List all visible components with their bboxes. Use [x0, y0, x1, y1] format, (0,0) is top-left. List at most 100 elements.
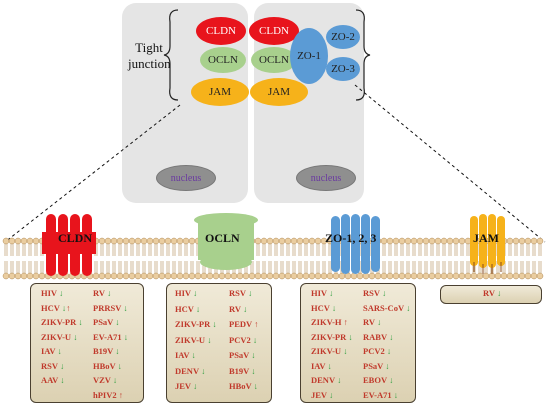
lipid-head: [518, 237, 526, 245]
virus-name: HCV: [175, 303, 194, 314]
ocln-virus-entry: ZIKV-PR ↓: [175, 319, 217, 329]
lipid-head: [110, 272, 118, 280]
jam-left: JAM: [191, 78, 249, 106]
lipid-head: [296, 237, 304, 245]
down-arrow-icon: ↓: [393, 389, 399, 400]
lipid-head: [170, 272, 178, 280]
lipid-head: [2, 237, 10, 245]
virus-name: ZIKV-H: [311, 317, 342, 327]
lipid-head: [20, 237, 28, 245]
down-arrow-icon: ↓: [331, 302, 337, 313]
virus-name: ZIKV-U: [41, 331, 72, 342]
lipid-head: [284, 272, 292, 280]
virus-name: IAV: [311, 360, 326, 371]
cldn-virus-entry: VZV ↓: [93, 375, 117, 385]
up-arrow-icon: ↑: [118, 389, 123, 400]
virus-name: EV-A71: [93, 331, 122, 342]
lipid-head: [524, 272, 532, 280]
down-arrow-icon: ↓: [406, 302, 411, 313]
lipid-head: [284, 237, 292, 245]
lipid-head: [266, 237, 274, 245]
down-arrow-icon: ↓: [327, 360, 332, 371]
down-arrow-icon: ↓: [117, 360, 122, 371]
virus-name: PEDV: [229, 319, 252, 329]
ocln-virus-entry: HIV ↓: [175, 288, 197, 298]
virus-name: RV: [363, 317, 375, 327]
ocln-virus-entry: RV ↓: [229, 304, 247, 314]
virus-name: IAV: [41, 346, 56, 356]
ocln-membrane-label: OCLN: [205, 231, 240, 245]
down-arrow-icon: ↓: [193, 288, 198, 298]
virus-name: RSV: [41, 360, 58, 371]
lipid-head: [428, 237, 436, 245]
down-arrow-icon: ↓: [61, 302, 67, 313]
down-arrow-icon: ↓: [78, 317, 83, 327]
virus-name: PRRSV: [93, 302, 122, 313]
virus-name: PCV2: [363, 346, 385, 356]
down-arrow-icon: ↓: [106, 288, 112, 298]
zo-virus-entry: HCV ↓: [311, 303, 336, 313]
lipid-head: [446, 237, 454, 245]
down-arrow-icon: ↓: [252, 334, 258, 345]
lipid-head: [308, 272, 316, 280]
lipid-head: [416, 237, 424, 245]
down-arrow-icon: ↓: [60, 375, 65, 385]
lipid-head: [452, 272, 460, 280]
ocln-left: OCLN: [200, 47, 246, 73]
virus-name: SARS-CoV: [363, 302, 404, 313]
down-arrow-icon: ↓: [247, 288, 253, 298]
lipid-head: [446, 272, 454, 280]
jam-membrane-protein: [470, 214, 505, 274]
virus-name: RSV: [229, 288, 246, 298]
cldn-virus-entry: PSaV ↓: [93, 317, 120, 327]
lipid-head: [278, 272, 286, 280]
down-arrow-icon: ↓: [386, 346, 392, 356]
lipid-head: [524, 237, 532, 245]
virus-name: PSaV: [93, 317, 114, 327]
cldn-left: CLDN: [196, 17, 246, 45]
nucleus-right: nucleus: [296, 165, 356, 191]
zo-membrane-label: ZO-1, 2, 3: [325, 231, 377, 245]
zo-virus-entry: HIV ↓: [311, 288, 333, 298]
virus-name: RV: [483, 288, 495, 298]
lipid-head: [518, 272, 526, 280]
lipid-head: [128, 237, 136, 245]
cldn-virus-entry: AAV ↓: [41, 375, 65, 385]
lipid-head: [314, 272, 322, 280]
ocln-virus-entry: B19V ↓: [229, 366, 256, 376]
lipid-head: [434, 272, 442, 280]
lipid-head: [290, 272, 298, 280]
lipid-head: [116, 237, 124, 245]
cldn-virus-entry: HCV ↓↑: [41, 303, 70, 313]
lipid-head: [314, 237, 322, 245]
ocln-virus-entry: IAV ↓: [175, 350, 196, 360]
lipid-head: [440, 237, 448, 245]
cldn-membrane-label: CLDN: [58, 231, 93, 245]
virus-name: DENV: [311, 375, 335, 385]
virus-name: ZIKV-PR: [41, 317, 77, 327]
lipid-head: [302, 272, 310, 280]
lipid-head: [134, 272, 142, 280]
virus-name: B19V: [93, 346, 114, 356]
ocln-virus-entry: ZIKV-U ↓: [175, 335, 211, 345]
lipid-head: [14, 237, 22, 245]
virus-name: VZV: [93, 375, 111, 385]
down-arrow-icon: ↓: [207, 334, 212, 345]
cldn-virus-entry: ZIKV-PR ↓: [41, 317, 83, 327]
virus-name: ZIKV-PR: [311, 331, 347, 342]
down-arrow-icon: ↓: [496, 288, 502, 298]
cldn-virus-entry: RSV ↓: [41, 361, 64, 371]
down-arrow-icon: ↓: [112, 375, 118, 385]
lipid-head: [158, 272, 166, 280]
cldn-virus-entry: PRRSV ↓: [93, 303, 128, 313]
ocln-virus-entry: JEV ↓: [175, 381, 197, 391]
lipid-head: [266, 272, 274, 280]
lipid-head: [146, 272, 154, 280]
virus-name: HCV: [41, 302, 60, 313]
zo-virus-entry: EV-A71 ↓: [363, 390, 398, 400]
cldn-virus-entry: B19V ↓: [93, 346, 120, 356]
cldn-virus-entry: IAV ↓: [41, 346, 62, 356]
lipid-head: [146, 237, 154, 245]
zo-virus-entry: RV ↓: [363, 317, 381, 327]
lipid-head: [134, 237, 142, 245]
